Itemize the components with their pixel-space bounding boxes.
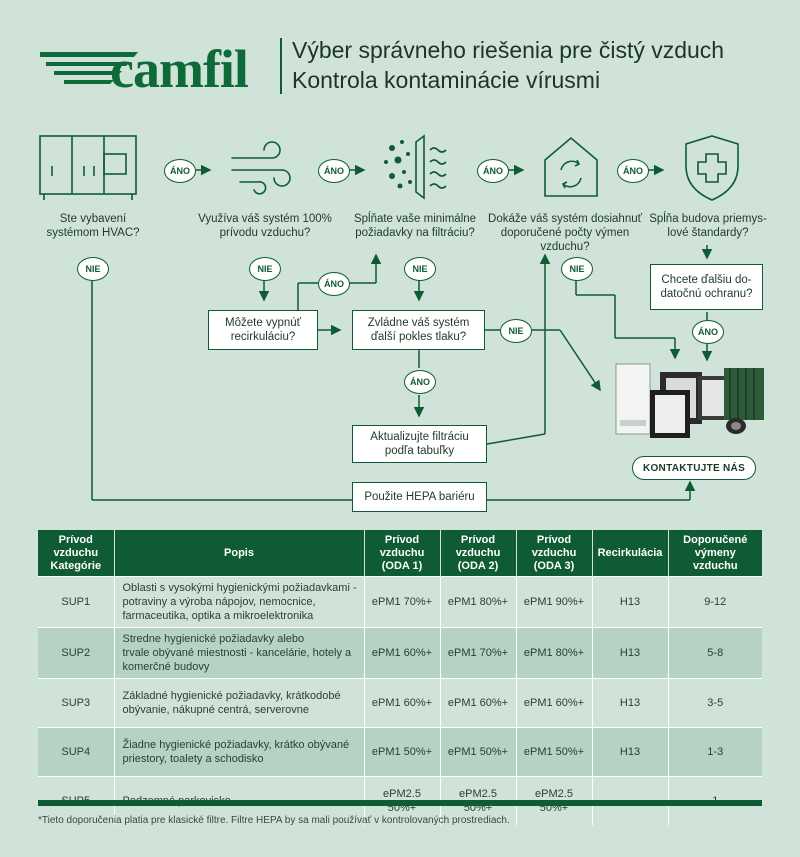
- yes-badge-2: ÁNO: [318, 159, 350, 183]
- table-bottom-bar: [38, 800, 762, 806]
- air-exchange-house-icon: [544, 136, 598, 197]
- logo-swoosh-icon: [40, 52, 138, 84]
- hepa-barrier-box: Použite HEPA bariéru: [352, 482, 487, 512]
- yes-badge-4: ÁNO: [617, 159, 649, 183]
- filtration-icon: [384, 134, 447, 200]
- health-shield-icon: [685, 135, 739, 201]
- table-row: SUP1 Oblasti s vysokými hygienickými pož…: [38, 576, 762, 628]
- step-fresh-air-label: Využíva váš systém 100%prívodu vzduchu?: [198, 213, 332, 239]
- table-row: SUP3 Základné hygienické požiadavky, krá…: [38, 678, 762, 728]
- header-divider: [280, 38, 282, 94]
- yes-badge-3: ÁNO: [477, 159, 509, 183]
- more-protection-box: Chcete ďalšiu do-datočnú ochranu?: [650, 264, 763, 310]
- logo: camfil: [38, 40, 268, 100]
- yes-badge-pressure: ÁNO: [404, 370, 436, 394]
- footnote: *Tieto doporučenia platia pre klasické f…: [38, 815, 510, 826]
- no-badge-air-exchange: NIE: [561, 257, 593, 281]
- header-description: Popis: [114, 530, 365, 577]
- brand-wordmark: camfil: [110, 39, 249, 99]
- no-badge-fresh-air: NIE: [249, 257, 281, 281]
- hvac-unit-icon: [39, 135, 137, 200]
- yes-badge-1: ÁNO: [164, 159, 196, 183]
- airflow-icon: [231, 141, 291, 195]
- yes-badge-recirc: ÁNO: [318, 272, 350, 296]
- yes-badge-more-protection: ÁNO: [692, 320, 724, 344]
- no-badge-pressure: NIE: [500, 319, 532, 343]
- contact-us-button[interactable]: KONTAKTUJTE NÁS: [632, 456, 756, 480]
- table-row: SUP2 Stredne hygienické požiadavky alebo…: [38, 627, 762, 679]
- page-title: Výber správneho riešenia pre čistý vzduc…: [292, 37, 725, 63]
- no-badge-filtration: NIE: [404, 257, 436, 281]
- step-standards-label: Spĺňa budova priemys-lové štandardy?: [649, 213, 767, 239]
- no-badge-hvac: NIE: [77, 257, 109, 281]
- header-recirculation: Recirkulácia: [592, 530, 669, 577]
- page-subtitle: Kontrola kontaminácie vírusmi: [292, 67, 601, 93]
- table-row: SUP4 Žiadne hygienické požiadavky, krátk…: [38, 727, 762, 777]
- filter-products-image: [615, 363, 764, 438]
